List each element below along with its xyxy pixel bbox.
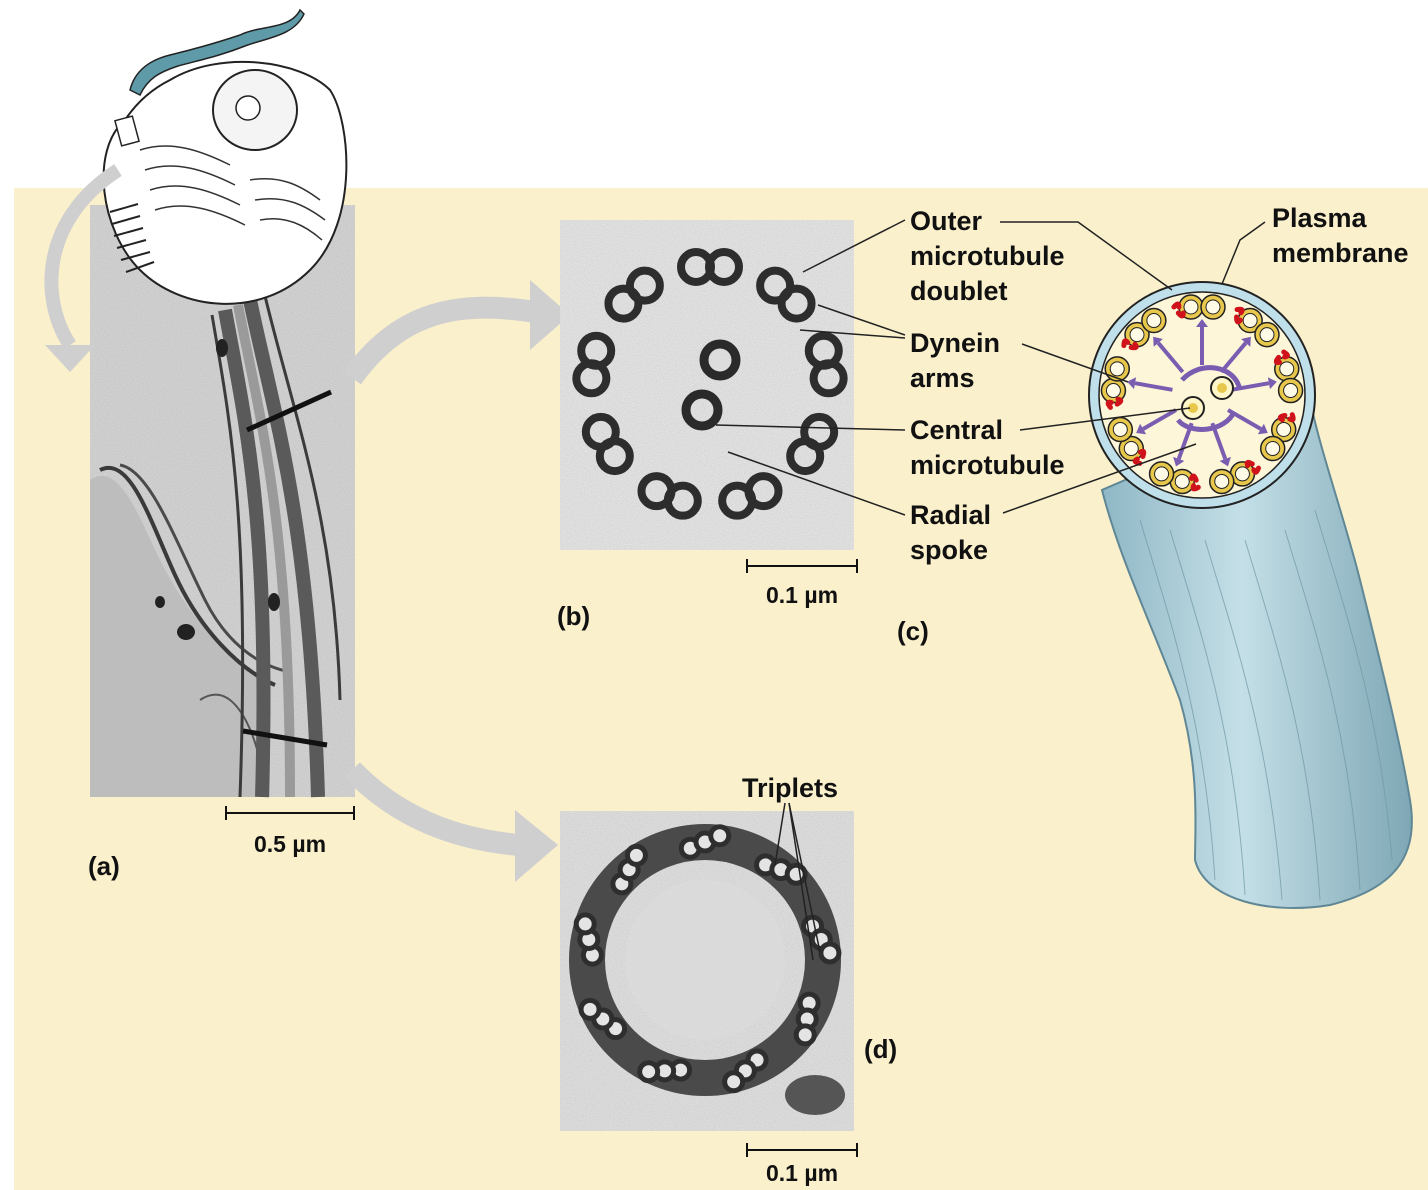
doublet-lumen-a (1277, 422, 1291, 436)
triplet-tubule (725, 1073, 743, 1091)
cell-drawing (104, 10, 347, 304)
dynein-arm-inner (1276, 357, 1279, 362)
doublet-lumen-a (1175, 474, 1189, 488)
triplet-tubule (640, 1063, 658, 1081)
panel-letter-b: (b) (557, 601, 590, 631)
dynein-arm-inner (1192, 476, 1197, 480)
panel-letter-c: (c) (897, 616, 929, 646)
dynein-arm-outer (1108, 402, 1111, 407)
doublet-lumen-b (1215, 474, 1229, 488)
doublet-lumen-b (1110, 362, 1124, 376)
dynein-arm-outer (1290, 415, 1293, 420)
scale-label-b: 0.1 µm (766, 582, 838, 608)
dynein-arm-outer (1193, 486, 1198, 489)
doublet-lumen-b (1284, 384, 1298, 398)
doublet-lumen-a (1184, 300, 1198, 314)
triplet-tubule (576, 915, 594, 933)
doublet-lumen-a (1124, 442, 1138, 456)
doublet-lumen-b (1147, 314, 1161, 328)
doublet-lumen-a (1280, 362, 1294, 376)
doublet-lumen-b (1155, 467, 1169, 481)
micrograph-d (560, 811, 854, 1131)
dynein-arm-inner (1247, 462, 1252, 465)
triplet-tubule (796, 1026, 814, 1044)
panel-letter-a: (a) (88, 851, 120, 881)
dynein-arm-outer (1254, 468, 1259, 472)
doublet-lumen-b (1260, 328, 1274, 342)
dynein-arm-inner (1178, 313, 1183, 316)
doublet-lumen-a (1243, 314, 1257, 328)
triplet-tubule (627, 846, 645, 864)
scale-label-a: 0.5 µm (254, 831, 326, 857)
doublet-lumen-a (1130, 328, 1144, 342)
dynein-arm-inner (1280, 415, 1285, 419)
doublet-lumen-a (1235, 467, 1249, 481)
dynein-arm-inner (1140, 451, 1143, 456)
scale-label-d: 0.1 µm (766, 1160, 838, 1186)
triplet-tubule (821, 944, 839, 962)
panel-letter-d: (d) (864, 1034, 897, 1064)
dynein-arm-outer (1284, 352, 1288, 357)
doublet-lumen-b (1113, 422, 1127, 436)
dynein-arm-outer (1135, 459, 1140, 463)
label-triplets: Triplets (742, 773, 838, 803)
dynein-arm-outer (1174, 304, 1179, 307)
doublet-lumen-b (1266, 442, 1280, 456)
doublet-lumen-b (1206, 300, 1220, 314)
dynein-arm-inner (1117, 399, 1121, 404)
micrograph-b (560, 220, 854, 550)
triplet-tubule (581, 1000, 599, 1018)
triplet-tubule (711, 827, 729, 845)
doublet-lumen-a (1106, 384, 1120, 398)
